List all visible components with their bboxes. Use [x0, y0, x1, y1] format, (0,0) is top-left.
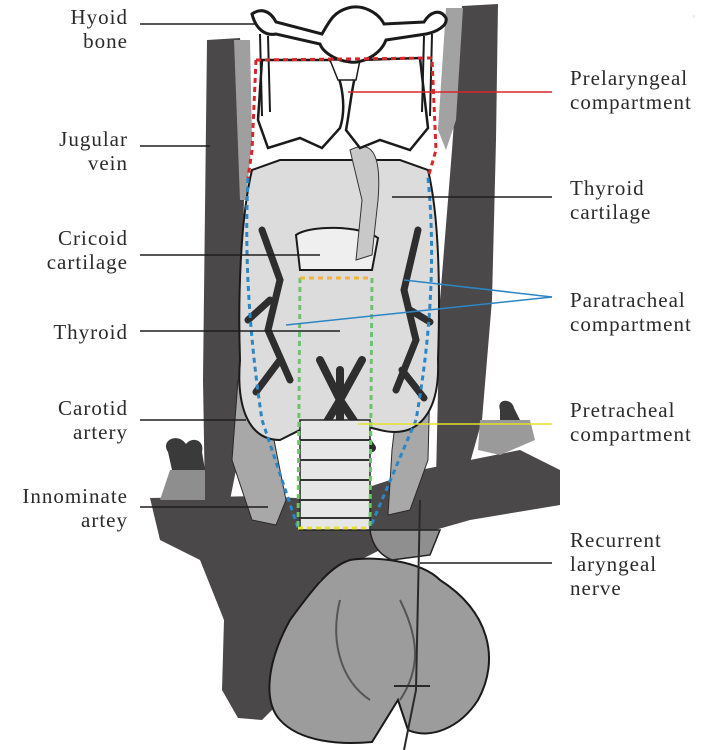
heart: [268, 499, 490, 750]
left-subclavian: [160, 470, 205, 500]
label-pretracheal-compartment: Pretracheal compartment: [570, 398, 692, 446]
thyroid-gland: [238, 159, 440, 474]
label-hyoid-bone: Hyoid bone: [70, 5, 128, 53]
left-branch-bud: [165, 438, 205, 470]
label-jugular-vein: Jugular vein: [59, 127, 128, 175]
hyoid-bone-shape: [250, 5, 448, 64]
label-prelaryngeal-compartment: Prelaryngeal compartment: [570, 66, 692, 114]
recurrent-laryngeal-nerve-path: [394, 499, 430, 750]
right-branch-bud: [499, 400, 520, 420]
label-thyroid: Thyroid: [53, 320, 128, 344]
leader-paratracheal-upper: [403, 279, 553, 298]
label-innominate-artery: Innominate artey: [22, 484, 128, 532]
label-recurrent-laryngeal-nerve: Recurrent laryngeal nerve: [570, 528, 662, 600]
hyoid-horn-right: [421, 33, 433, 117]
heart-shading: [335, 599, 416, 701]
label-carotid-artery: Carotid artery: [58, 396, 128, 444]
compartment-outlines: [245, 56, 438, 530]
left-jugular-light-edge: [234, 40, 252, 200]
paratracheal-outline: [245, 177, 434, 529]
aortic-root: [369, 529, 442, 561]
leader-paratracheal-lower: [285, 296, 553, 326]
left-jugular-vein: [203, 38, 246, 500]
watermark-mark: ᵃ: [692, 14, 696, 24]
prelaryngeal-outline: [246, 56, 438, 179]
trachea-body: [299, 419, 371, 531]
trachea-rings: [300, 439, 370, 519]
right-jugular-light-edge: [438, 8, 463, 150]
label-cricoid-cartilage: Cricoid cartilage: [46, 226, 128, 274]
right-jugular-vein: [436, 4, 498, 480]
label-paratracheal-compartment: Paratracheal compartment: [570, 288, 692, 336]
central-outline: [296, 277, 374, 529]
heart-shape: [268, 557, 490, 744]
leader-lines: [140, 23, 553, 564]
hyoid-bone: [250, 5, 448, 117]
label-thyroid-cartilage: Thyroid cartilage: [570, 176, 652, 224]
right-subclavian: [478, 420, 535, 455]
hyoid-horn-left: [259, 33, 271, 117]
larynx: [256, 56, 430, 271]
trachea: [299, 419, 371, 531]
